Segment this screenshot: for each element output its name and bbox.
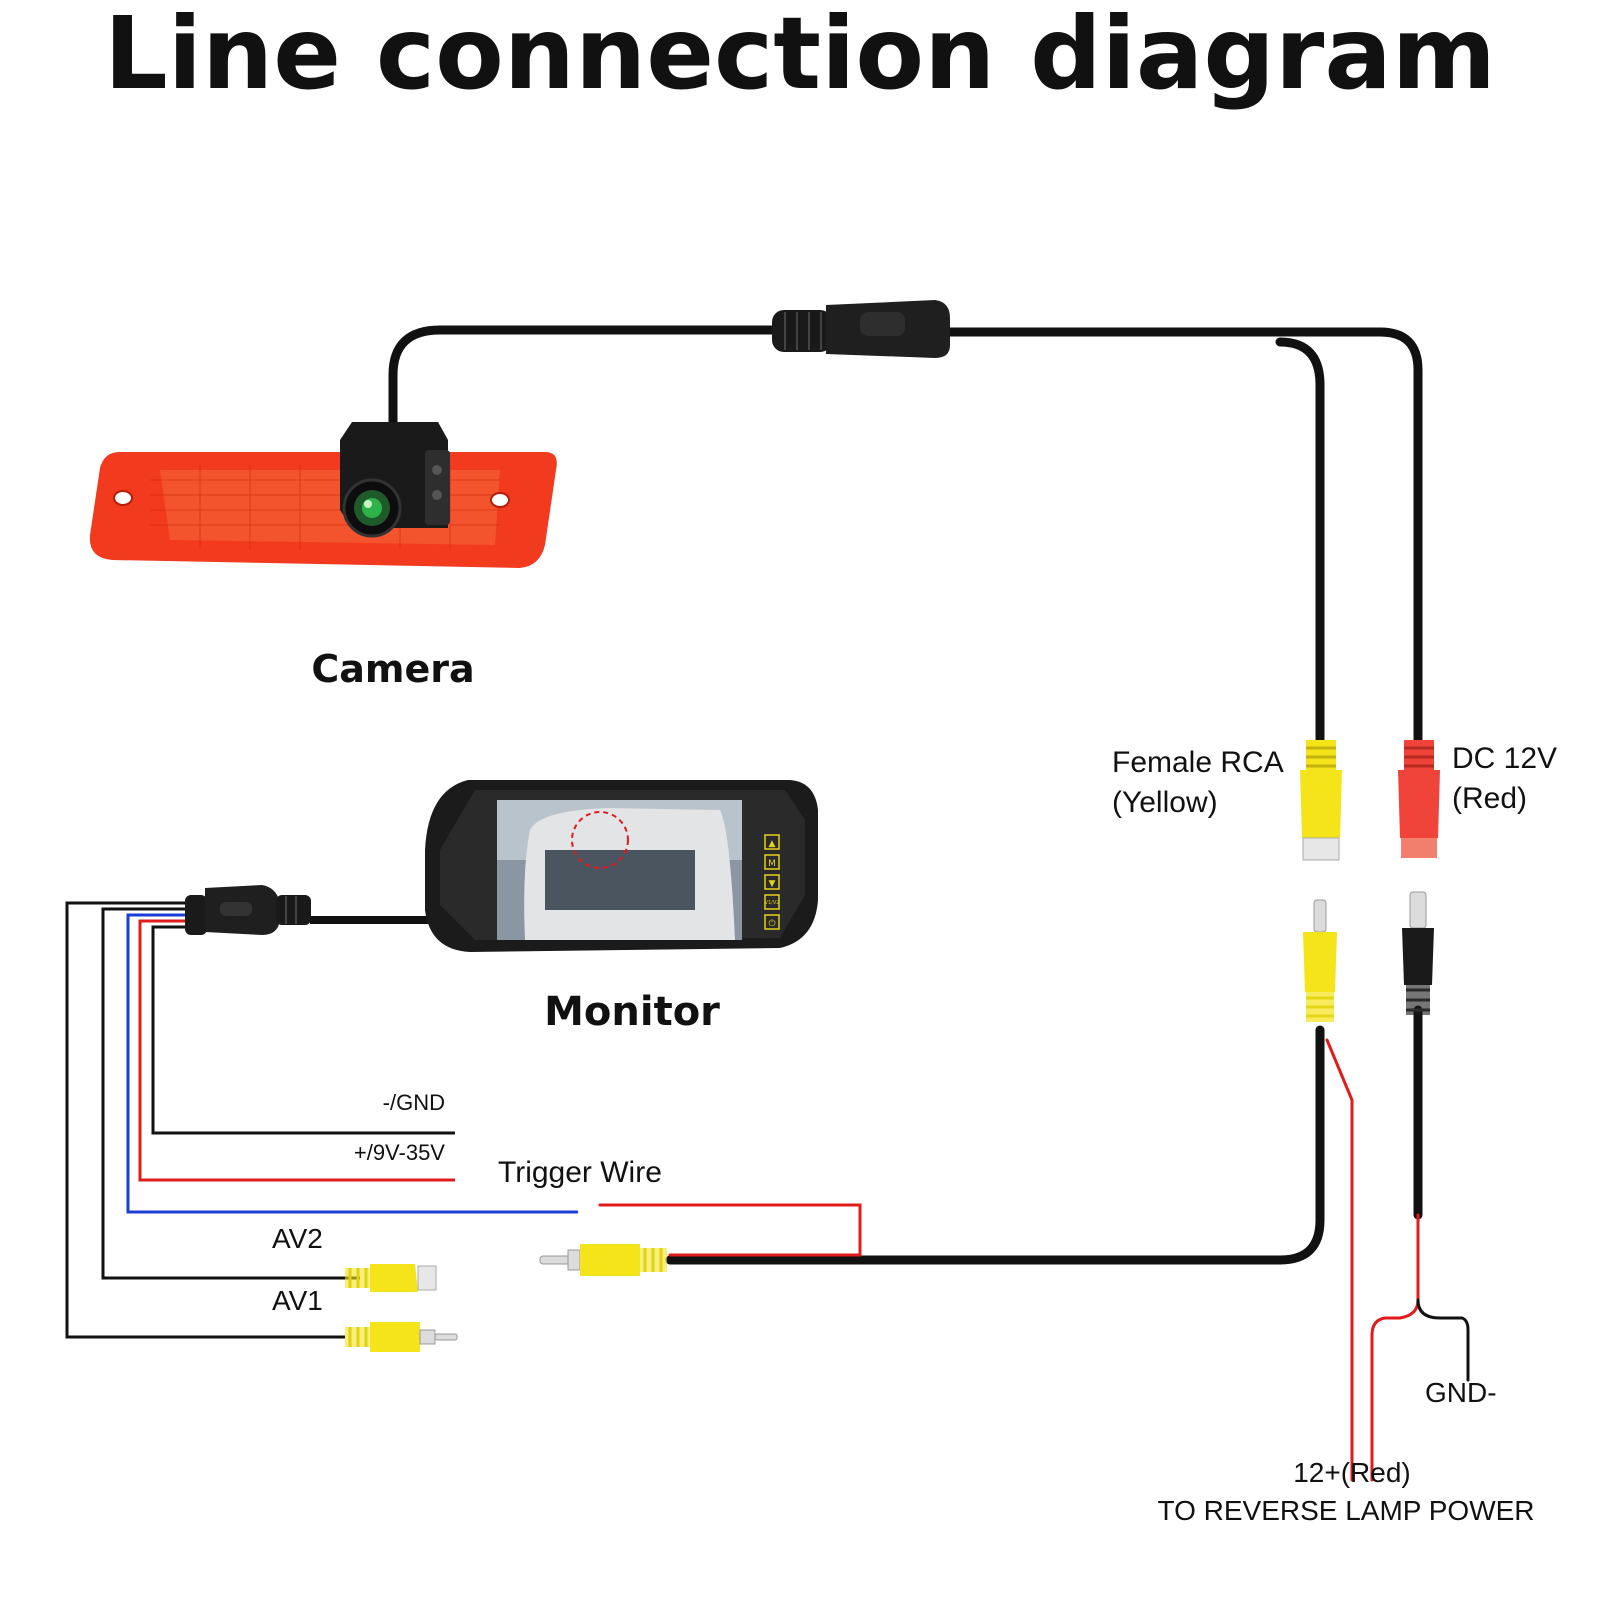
reverse-lamp-label: TO REVERSE LAMP POWER <box>1157 1495 1534 1526</box>
trigger-wire-label: Trigger Wire <box>498 1156 662 1189</box>
diagram-title: Line connection diagram <box>104 0 1496 112</box>
monitor-button-up[interactable] <box>764 834 780 850</box>
power-wire-label: +/9V-35V <box>354 1140 445 1165</box>
gnd-minus-label: GND- <box>1425 1377 1497 1408</box>
monitor-harness-connector <box>185 885 311 935</box>
camera-label: Camera <box>311 647 474 691</box>
monitor-button-m[interactable] <box>764 854 780 870</box>
monitor-button-v1v2-label: V1/V2 <box>765 900 780 906</box>
monitor-button-power[interactable] <box>764 914 780 930</box>
female-rca-label-line2: (Yellow) <box>1112 786 1218 819</box>
monitor-unit <box>425 780 818 952</box>
monitor-button-m-label: M <box>768 859 776 869</box>
dc-female-connector <box>1398 740 1440 858</box>
red-12v-label: 12+(Red) <box>1293 1457 1411 1488</box>
av2-label: AV2 <box>272 1223 323 1254</box>
monitor-button-down[interactable] <box>764 874 780 890</box>
camera-unit <box>89 422 557 568</box>
video-return-cable <box>598 1025 1354 1482</box>
dc-label-line1: DC 12V <box>1452 742 1557 775</box>
video-male-rca <box>539 1244 667 1276</box>
monitor-button-up-icon: ▲ <box>769 839 776 849</box>
monitor-harness <box>65 901 578 1339</box>
camera-cable <box>388 325 1423 745</box>
monitor-button-down-icon: ▼ <box>769 879 776 889</box>
av1-rca-connector <box>345 1322 458 1352</box>
extension-connector <box>772 300 950 358</box>
monitor-button-power-icon: ⏻ <box>768 918 775 929</box>
male-rca-connector <box>1303 899 1337 1022</box>
monitor-label: Monitor <box>544 989 720 1035</box>
av2-rca-connector <box>345 1264 437 1292</box>
dc-male-plug <box>1402 891 1434 1015</box>
monitor-buttons: ▲ M ▼ V1/V2 ⏻ <box>764 834 780 930</box>
female-rca-label-line1: Female RCA <box>1112 746 1284 779</box>
dc-label-line2: (Red) <box>1452 782 1527 815</box>
gnd-wire-label: -/GND <box>383 1090 445 1115</box>
monitor-button-v1v2[interactable] <box>764 894 780 910</box>
av1-label: AV1 <box>272 1285 323 1316</box>
dc-power-cable <box>1370 1005 1470 1482</box>
female-rca-connector <box>1300 740 1342 861</box>
